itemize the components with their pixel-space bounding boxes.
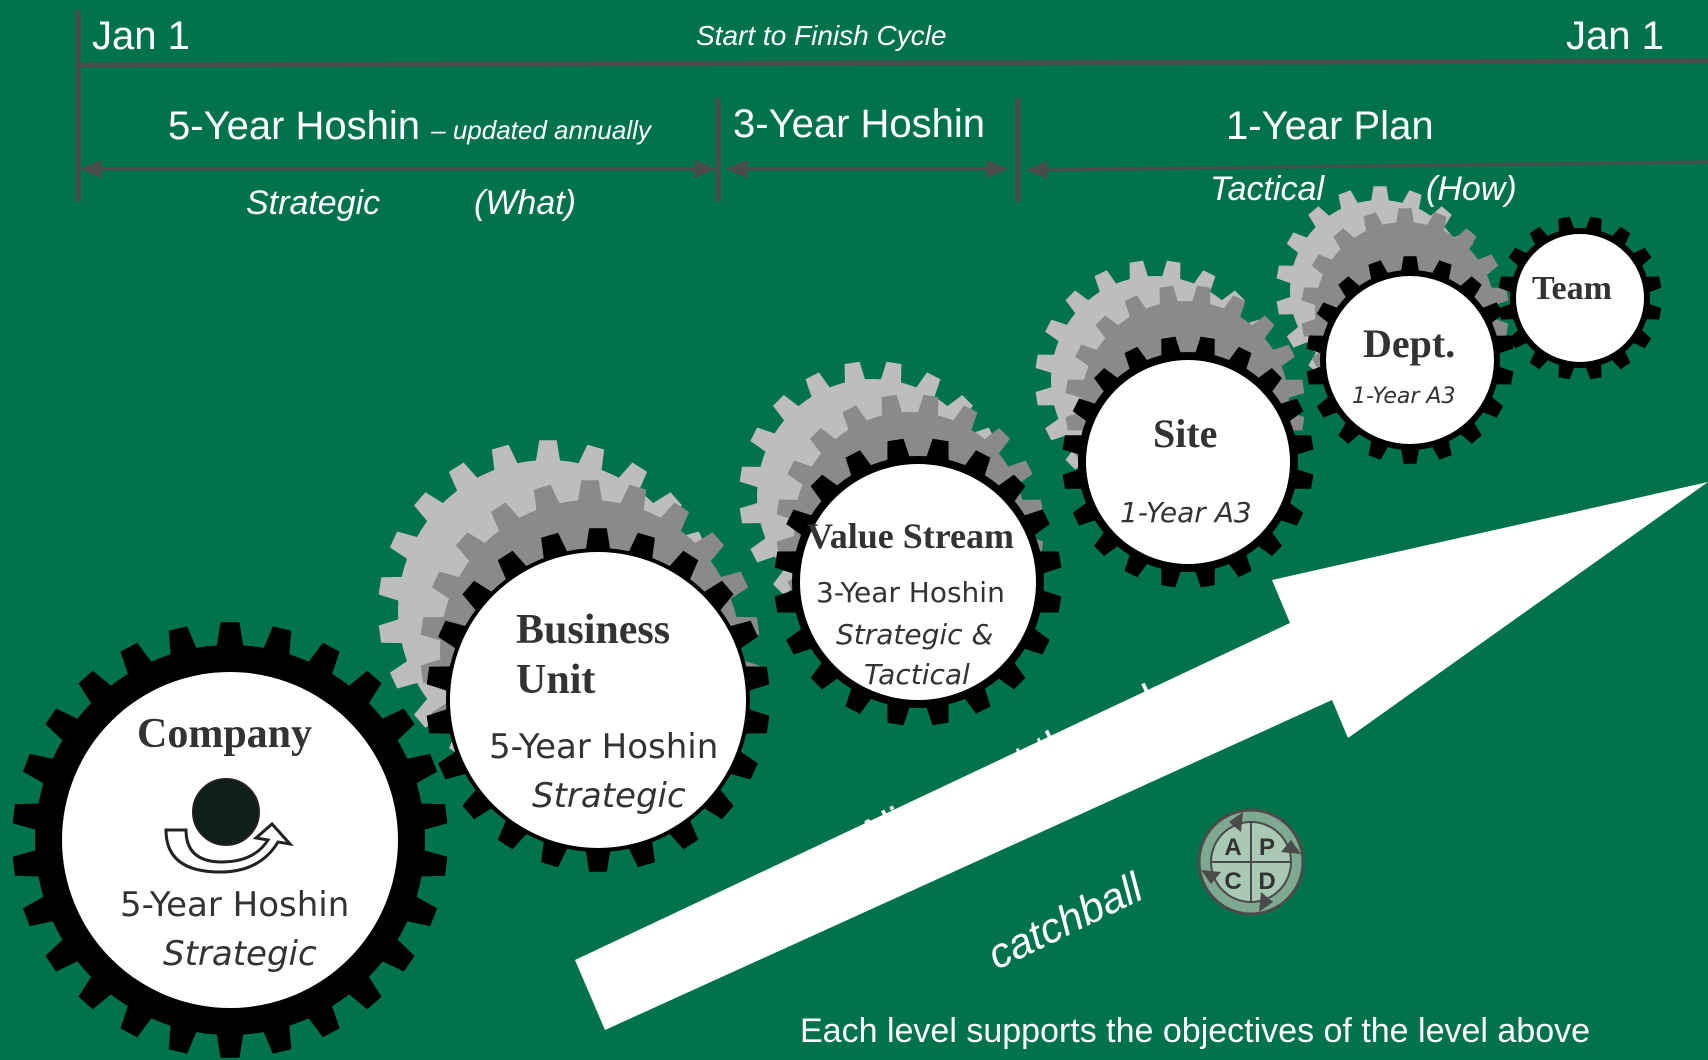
gear-value-stream-line3: Tactical [864, 658, 970, 691]
gear-business-unit-name-1: Business [516, 607, 671, 653]
alignment-arrow-shape [575, 482, 1708, 1030]
gear-business-unit-name-2: Unit [516, 657, 596, 703]
phase-3yr-arrowhead-left [726, 159, 748, 179]
gear-company-line2: Strategic [163, 934, 317, 974]
gear-dept-face [1326, 276, 1494, 444]
phase-1yr-arrowhead-left [1026, 160, 1048, 180]
gear-dept-line1: 1-Year A3 [1352, 384, 1456, 409]
timeline-start-label: Jan 1 [92, 14, 190, 58]
gear-set [12, 216, 1662, 1058]
gear-site-face [1086, 360, 1290, 564]
pdca-p: P [1259, 834, 1275, 861]
phase-3yr-title: 3-Year Hoshin [733, 102, 986, 146]
alignment-arrow [575, 482, 1708, 1030]
pdca-d: D [1258, 868, 1275, 895]
footer-statement: Each level supports the objectives of th… [800, 1012, 1591, 1050]
phase-1yr-arrow-line [1035, 160, 1708, 172]
gear-value-stream-line1: 3-Year Hoshin [816, 576, 1005, 609]
gear-business-unit-face [450, 552, 746, 848]
gear-company-name: Company [137, 711, 313, 757]
gear-team-name: Team [1532, 270, 1612, 307]
gear-site-line1: 1-Year A3 [1120, 496, 1252, 529]
phase-5yr-arrowhead-right [694, 159, 716, 179]
strategic-label: Strategic [246, 184, 381, 222]
pdca-a: A [1224, 834, 1241, 861]
phase-5yr-arrowhead-left [80, 159, 102, 179]
phase-1yr-title: 1-Year Plan [1226, 104, 1434, 148]
gear-business-unit-line2: Strategic [532, 776, 686, 816]
pdca-c: C [1224, 868, 1241, 895]
gear-site-name: Site [1153, 411, 1218, 456]
gear-value-stream-face [800, 464, 1036, 700]
timeline-top-line [77, 58, 1708, 68]
timeline-end-label: Jan 1 [1566, 14, 1664, 58]
gear-dept-name: Dept. [1363, 321, 1456, 366]
gear-business-unit-line1: 5-Year Hoshin [489, 727, 719, 767]
gear-value-stream-name: Value Stream [807, 516, 1014, 556]
phase-3yr-arrowhead-right [986, 159, 1008, 179]
how-label: (How) [1426, 170, 1517, 208]
cycle-label: Start to Finish Cycle [696, 20, 947, 51]
gear-value-stream-line2: Strategic & [836, 618, 994, 651]
what-label: (What) [474, 184, 576, 222]
tactical-label: Tactical [1210, 170, 1325, 208]
phase-5yr-title: 5-Year Hoshin – updated annually [168, 104, 651, 149]
gear-team-face [1516, 234, 1644, 362]
hoshin-ball-icon [164, 778, 294, 874]
gear-company-line1: 5-Year Hoshin [120, 885, 350, 925]
pdca-cycle-icon: A P C D [1197, 808, 1305, 916]
phase-5yr-suffix: – updated annually [431, 115, 651, 145]
phase-5yr-title-text: 5-Year Hoshin [168, 104, 421, 148]
